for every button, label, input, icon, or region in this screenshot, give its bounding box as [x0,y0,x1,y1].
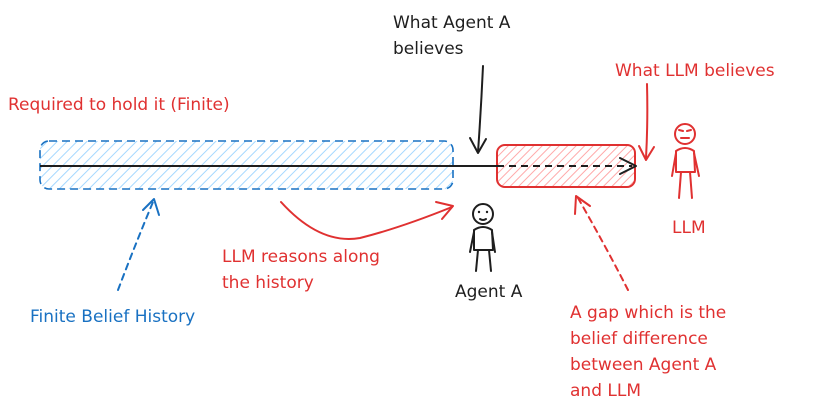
history-pointer-arrowhead [142,198,160,216]
agent-belief-arrow [477,65,484,153]
llm-belief-label: What LLM believes [615,61,775,81]
agent-a-belief-label: What Agent A believes [393,13,516,59]
gap-pointer-arrowhead [574,195,591,215]
gap-note-label: A gap which is the belief difference bet… [570,303,732,401]
gap-pointer-arrow [577,197,629,291]
agent-belief-arrowhead [469,137,487,154]
history-pointer-arrow [117,201,154,291]
llm-belief-arrow [645,83,649,159]
reasoning-arrowhead [435,201,454,220]
llm-belief-arrowhead [638,145,655,161]
agent-a-name-label: Agent A [455,282,523,302]
timeline-arrowhead [619,157,637,175]
agent-a-figure [469,203,496,272]
belief-gap-box [496,144,636,188]
required-to-hold-label: Required to hold it (Finite) [8,95,230,115]
llm-name-label: LLM [672,218,706,238]
finite-history-label: Finite Belief History [30,307,195,327]
llm-figure [671,123,700,199]
reasoning-arrow [280,201,453,240]
reasoning-label: LLM reasons along the history [222,247,385,293]
